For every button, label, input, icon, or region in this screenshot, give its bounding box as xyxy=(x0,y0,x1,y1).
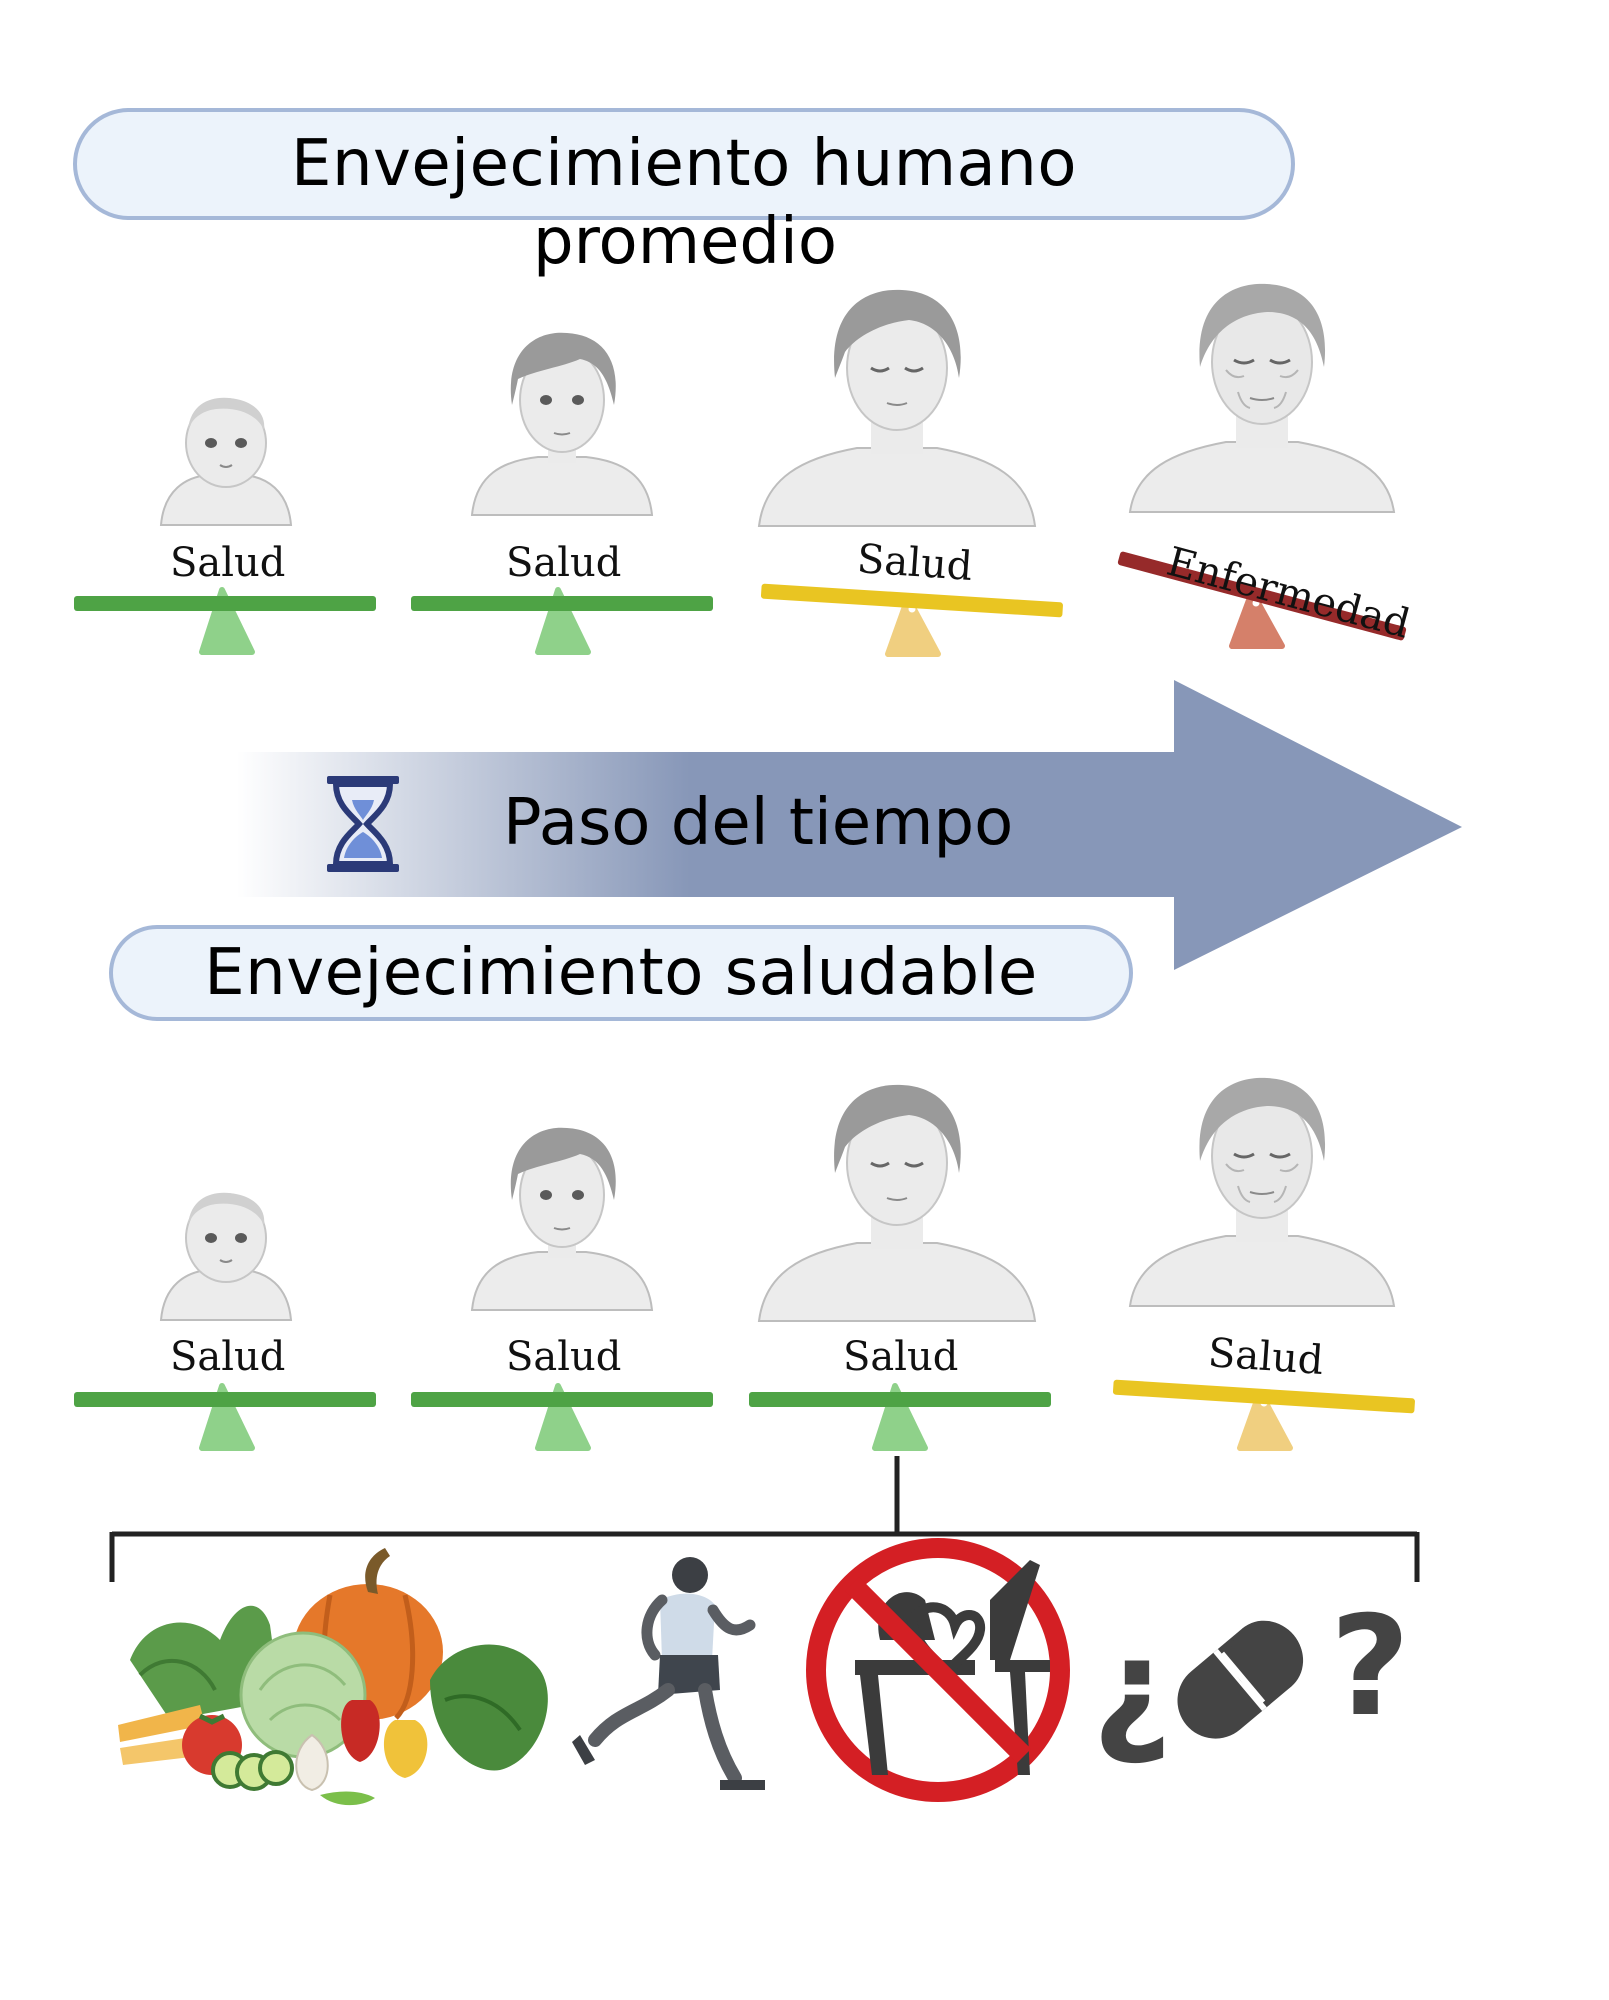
title-pill-healthy-aging: Envejecimiento saludable xyxy=(109,925,1133,1021)
scale-label-5: Salud xyxy=(170,1334,286,1380)
balance-scale-8 xyxy=(1112,1379,1415,1451)
adult-figure xyxy=(757,1083,1037,1323)
time-arrow-label: Paso del tiempo xyxy=(503,786,1014,860)
title-average-aging-line2: promedio xyxy=(533,205,837,279)
balance-scale-5 xyxy=(74,1383,376,1451)
scale-label-2: Salud xyxy=(506,540,622,586)
time-arrow xyxy=(130,680,1462,970)
balance-scale-2 xyxy=(411,587,713,655)
pill-question-icon xyxy=(1177,1620,1304,1739)
runner-icon xyxy=(572,1557,765,1790)
balance-scale-1 xyxy=(74,587,376,655)
title-pill-average-aging: Envejecimiento humano xyxy=(73,108,1295,220)
adult-figure xyxy=(757,288,1037,528)
child-figure xyxy=(471,331,653,516)
elder-figure xyxy=(1128,282,1396,514)
hourglass-icon xyxy=(327,776,399,872)
question-mark-open: ¿ xyxy=(1092,1608,1173,1769)
scale-label-8: Salud xyxy=(1206,1330,1325,1384)
balance-scale-6 xyxy=(411,1383,713,1451)
balance-scale-4 xyxy=(1117,551,1407,649)
balance-scale-3 xyxy=(760,583,1063,657)
baby-figure xyxy=(160,396,292,526)
scale-label-3: Salud xyxy=(855,536,974,590)
child-figure xyxy=(471,1126,653,1311)
no-sedentary-icon xyxy=(806,1538,1070,1802)
vegetables-icon xyxy=(118,1548,548,1806)
title-healthy-aging: Envejecimiento saludable xyxy=(204,936,1038,1010)
question-mark-close: ? xyxy=(1330,1586,1411,1747)
elder-figure xyxy=(1128,1076,1396,1308)
interventions-bracket xyxy=(109,1456,1420,1582)
scale-label-6: Salud xyxy=(506,1334,622,1380)
title-average-aging-line1: Envejecimiento humano xyxy=(291,127,1077,201)
scale-label-7: Salud xyxy=(843,1334,959,1380)
baby-figure xyxy=(160,1191,292,1321)
balance-scale-7 xyxy=(749,1383,1051,1451)
scale-label-1: Salud xyxy=(170,540,286,586)
